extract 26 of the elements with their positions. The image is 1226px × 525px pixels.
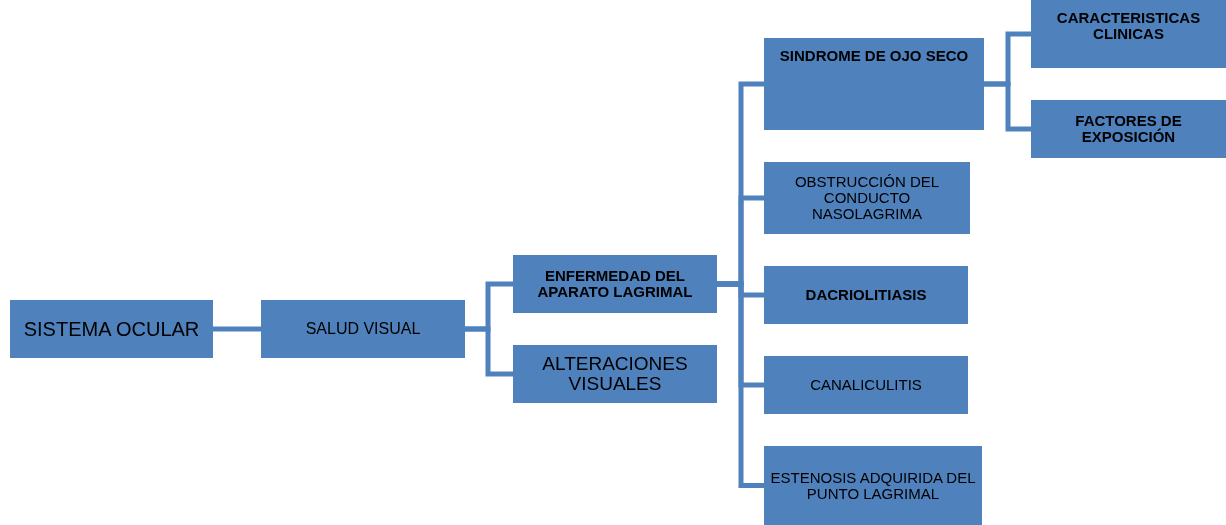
box-label: OBSTRUCCIÓN DEL CONDUCTO NASOLAGRIMA (793, 174, 941, 222)
box-label: ALTERACIONES VISUALES (541, 354, 689, 394)
connector-line (984, 81, 1031, 132)
box-label: CANALICULITIS (810, 377, 922, 393)
box-label: SINDROME DE OJO SECO (779, 48, 969, 64)
box-label: SALUD VISUAL (305, 320, 421, 338)
category-box (261, 300, 465, 358)
category-box (764, 446, 982, 525)
category-box (513, 345, 717, 403)
category-box (764, 266, 968, 324)
connector-line (213, 326, 261, 332)
box-label: FACTORES DE EXPOSICIÓN (1074, 113, 1183, 145)
category-box (513, 255, 717, 313)
category-box (764, 38, 984, 130)
connector-line (717, 281, 764, 488)
box-label: SISTEMA OCULAR (23, 318, 200, 340)
connector-line (465, 326, 513, 377)
box-label: CARACTERISTICAS CLINICAS (1055, 10, 1202, 42)
category-box (10, 300, 213, 358)
category-box (1031, 100, 1226, 158)
category-box (764, 162, 970, 234)
box-label: DACRIOLITIASIS (805, 287, 927, 303)
box-label: ESTENOSIS ADQUIRIDA DEL PUNTO LAGRIMAL (770, 469, 976, 502)
category-box (764, 356, 968, 414)
box-label: ENFERMEDAD DEL APARATO LAGRIMAL (536, 268, 694, 300)
category-box (1031, 0, 1226, 68)
